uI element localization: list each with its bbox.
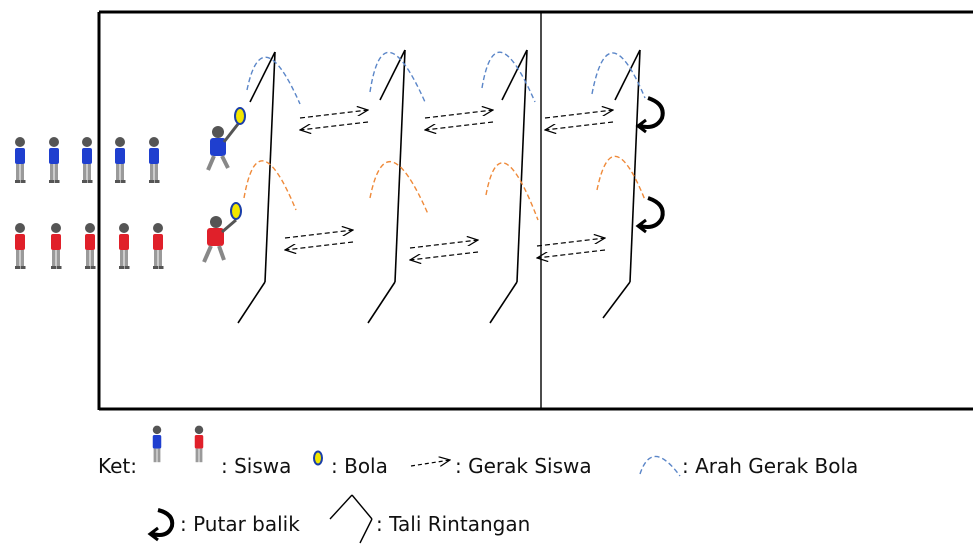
student-icon bbox=[15, 223, 26, 269]
rope-obstacles bbox=[237, 49, 641, 324]
dashed-arc-icon bbox=[246, 56, 301, 105]
movement-arrows bbox=[285, 110, 613, 260]
student-icon bbox=[153, 223, 164, 269]
rope-obstacle-icon bbox=[367, 49, 406, 324]
student-queue-red bbox=[15, 223, 164, 269]
ball-icon bbox=[313, 450, 323, 466]
rope-obstacle-icon bbox=[602, 49, 641, 319]
student-icon bbox=[149, 137, 160, 183]
student-queue-blue bbox=[15, 137, 160, 183]
u-turn-arrow-icon bbox=[635, 196, 665, 234]
student-icon bbox=[152, 425, 162, 463]
legend-siswa: : Siswa bbox=[221, 454, 291, 478]
student-icon bbox=[194, 425, 204, 463]
student-icon bbox=[49, 137, 60, 183]
dashed-double-arrow-icon bbox=[285, 230, 353, 250]
dashed-double-arrow-icon bbox=[410, 460, 450, 466]
ball-icon bbox=[230, 202, 242, 220]
dashed-arc-icon bbox=[369, 160, 429, 215]
dashed-arc-icon bbox=[596, 155, 646, 201]
legend-arah-gerak-bola: : Arah Gerak Bola bbox=[682, 454, 858, 478]
ball-paths-orange bbox=[243, 155, 646, 221]
dashed-double-arrow-icon bbox=[300, 110, 368, 130]
legend-tali-rintangan: : Tali Rintangan bbox=[376, 512, 530, 536]
legend-prefix: Ket: bbox=[98, 454, 137, 478]
active-student-red bbox=[202, 202, 242, 263]
student-icon bbox=[85, 223, 96, 269]
legend: Ket: : Siswa : Bola : Gerak Siswa : Arah… bbox=[98, 425, 858, 544]
u-turn-arrow-icon bbox=[635, 96, 665, 134]
active-student-blue bbox=[206, 107, 246, 171]
u-turn-arrow-icon bbox=[147, 508, 175, 542]
dashed-arc-icon bbox=[485, 162, 539, 221]
dashed-double-arrow-icon bbox=[425, 110, 493, 130]
dashed-arc-icon bbox=[591, 52, 646, 99]
legend-bola: : Bola bbox=[331, 454, 388, 478]
dashed-arc-icon bbox=[639, 455, 681, 477]
legend-putar-balik: : Putar balik bbox=[180, 512, 300, 536]
rope-obstacle-icon bbox=[489, 49, 528, 324]
rope-obstacle-icon bbox=[329, 494, 373, 544]
rope-obstacle-icon bbox=[237, 51, 276, 324]
student-icon bbox=[115, 137, 126, 183]
student-icon bbox=[82, 137, 93, 183]
dashed-double-arrow-icon bbox=[545, 110, 613, 130]
dashed-double-arrow-icon bbox=[537, 238, 605, 258]
student-icon bbox=[51, 223, 62, 269]
legend-gerak-siswa: : Gerak Siswa bbox=[455, 454, 592, 478]
student-icon bbox=[15, 137, 26, 183]
student-icon bbox=[119, 223, 130, 269]
dashed-arc-icon bbox=[369, 51, 426, 103]
dashed-arc-icon bbox=[481, 51, 536, 103]
dashed-double-arrow-icon bbox=[410, 240, 478, 260]
court bbox=[97, 10, 973, 411]
ball-paths-blue bbox=[246, 51, 646, 105]
ball-icon bbox=[234, 107, 246, 125]
turn-back-arrows bbox=[635, 96, 665, 234]
